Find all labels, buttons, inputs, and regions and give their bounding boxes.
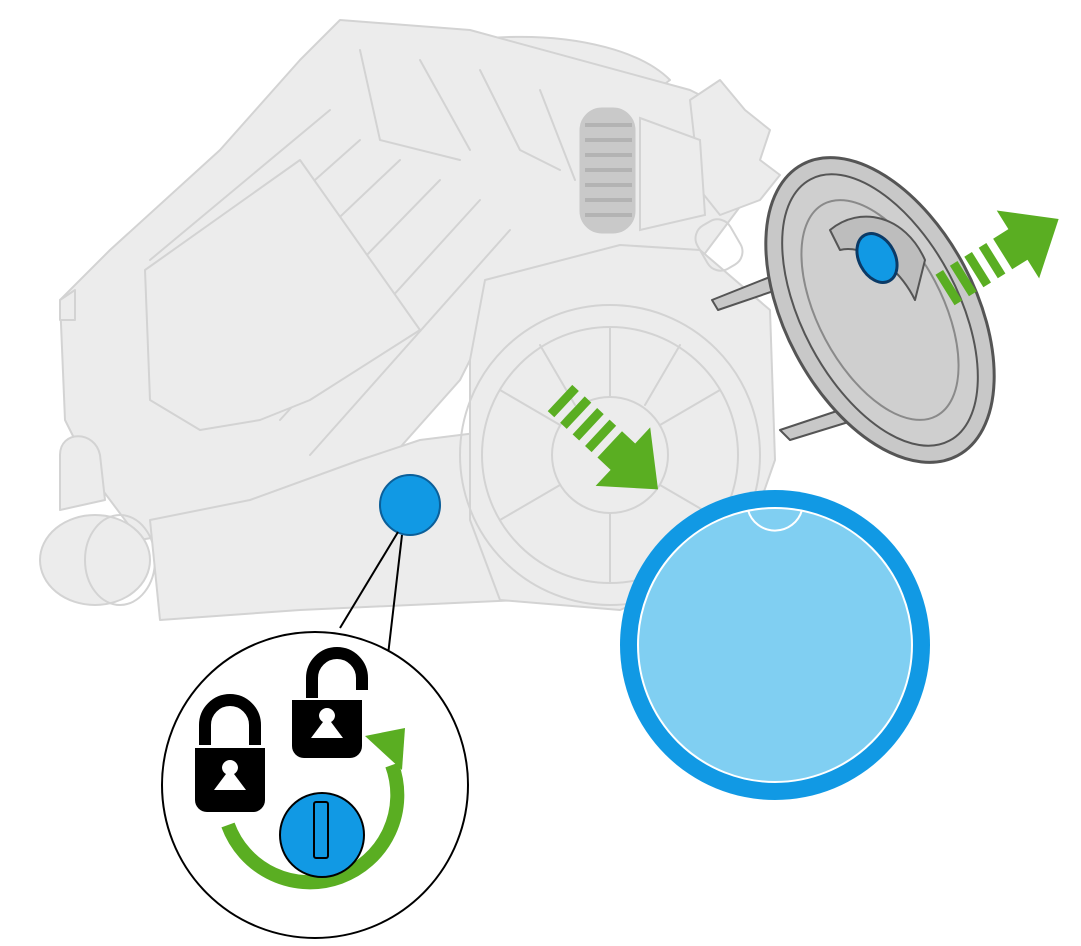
arrow-stripe xyxy=(547,384,579,418)
filter-cover xyxy=(620,490,930,800)
arrow-stripe xyxy=(572,408,604,441)
lock-dial-marker xyxy=(379,474,441,536)
bin-window xyxy=(144,159,421,431)
push-arrow-icon xyxy=(547,384,659,490)
arrow-stripe xyxy=(935,269,963,306)
locked-padlock-icon xyxy=(195,694,265,812)
keyhole xyxy=(214,760,246,790)
arrow-head xyxy=(595,427,659,490)
arrow-stripe xyxy=(560,396,592,429)
callout-pointer xyxy=(339,531,403,656)
lock-callout xyxy=(161,531,469,939)
shackle-open xyxy=(306,647,368,698)
shackle-closed xyxy=(199,694,261,745)
wheel-spokes xyxy=(499,326,721,584)
hose-neck xyxy=(59,435,106,511)
arrow-head xyxy=(993,210,1059,279)
unlocked-padlock-icon xyxy=(292,647,368,758)
hose-inlet xyxy=(39,514,151,606)
front-clip xyxy=(59,289,76,321)
pull-arrow-icon xyxy=(935,210,1059,306)
cable-rewind xyxy=(689,79,781,216)
knob-collar xyxy=(639,116,707,232)
side-filter xyxy=(711,156,996,464)
cover-inner xyxy=(637,507,913,783)
rear-wheel xyxy=(459,304,761,606)
filter-disc xyxy=(781,173,979,447)
arrow-stripe xyxy=(585,419,617,453)
callout-circle xyxy=(161,631,469,939)
arrow-stripe xyxy=(949,260,977,297)
filter-latch xyxy=(855,232,899,284)
dial-slot xyxy=(313,801,329,859)
cyclone-release-knob xyxy=(579,107,636,234)
rear-vent xyxy=(694,218,744,272)
cover-notch xyxy=(747,509,803,532)
arrow-stripe xyxy=(964,251,992,288)
lock-dial-icon xyxy=(279,792,365,878)
keyhole-open xyxy=(311,708,343,738)
filter-inner-ring xyxy=(800,199,960,421)
rotate-arrow-head xyxy=(365,728,405,770)
rotate-arrow-icon xyxy=(221,762,405,890)
arrow-stripe xyxy=(978,242,1006,279)
